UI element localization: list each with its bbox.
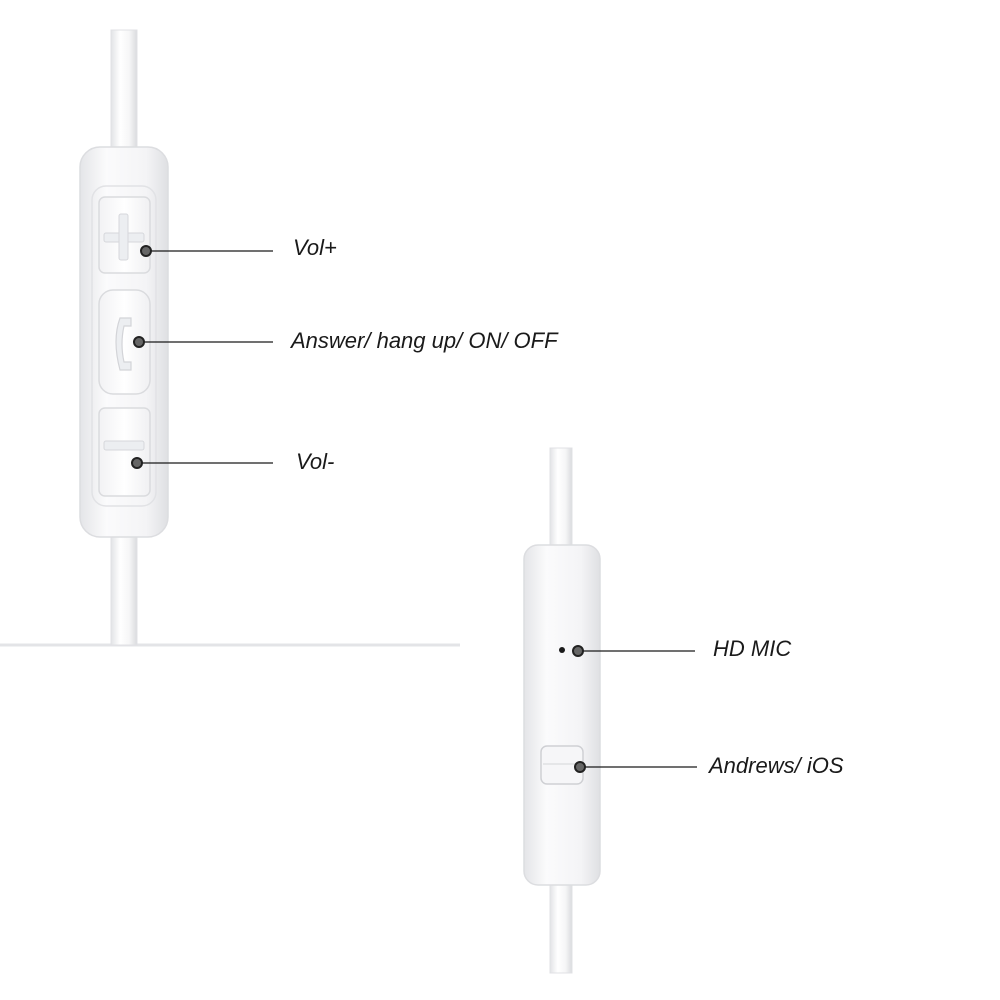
dot-vol-up — [140, 245, 152, 257]
leader-lines — [137, 250, 697, 768]
dot-answer — [133, 336, 145, 348]
callout-dots — [131, 245, 586, 773]
dot-vol-down — [131, 457, 143, 469]
switch-label: Andrews/ iOS — [709, 753, 844, 778]
dot-switch — [574, 761, 586, 773]
phone-icon — [115, 317, 132, 371]
hd-mic-label: HD MIC — [713, 636, 792, 661]
mic-body — [523, 544, 601, 886]
remote-button-panel — [91, 185, 157, 507]
mic-unit — [523, 447, 601, 974]
plus-icon — [103, 213, 145, 261]
vol-down-label: Vol- — [296, 449, 335, 474]
remote-cable-top — [110, 29, 138, 161]
vol-down-button[interactable] — [98, 407, 151, 497]
remote-cable-bottom — [110, 524, 138, 646]
minus-icon — [103, 440, 145, 451]
mic-cable-bottom — [549, 874, 573, 974]
dot-hd-mic — [572, 645, 584, 657]
answer-label: Answer/ hang up/ ON/ OFF — [291, 328, 558, 353]
mic-cable-top — [549, 447, 573, 559]
vol-up-label: Vol+ — [293, 235, 337, 260]
mic-hole-icon — [559, 647, 565, 653]
remote-control — [79, 29, 169, 646]
